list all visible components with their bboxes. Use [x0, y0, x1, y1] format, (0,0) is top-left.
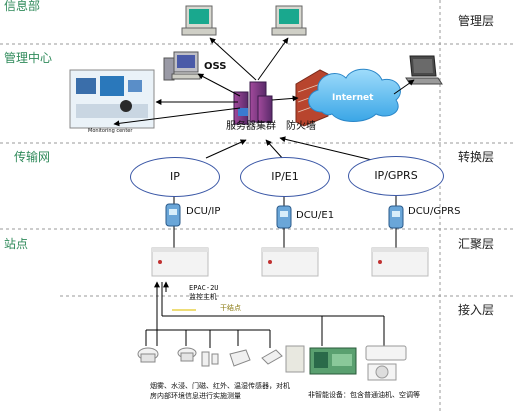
- network-label-ip-e1: IP/E1: [271, 170, 299, 183]
- dcu-label-e1: DCU/E1: [296, 210, 335, 221]
- non-smart-devices-label: 非智能设备：包含普通油机、空调等: [308, 391, 420, 399]
- monitoring-host-1: [151, 247, 209, 277]
- monitoring-host-3: [371, 247, 429, 277]
- network-label-ip-gprs: IP/GPRS: [374, 169, 418, 182]
- oss-label: OSS: [204, 61, 227, 72]
- dcu-label-gprs: DCU/GPRS: [408, 206, 461, 217]
- server-cluster-label: 服务器集群: [226, 121, 276, 132]
- water-sensor-icon: [177, 347, 197, 362]
- laptop-icon: [405, 55, 443, 85]
- network-bubble-ip: IP: [130, 157, 220, 197]
- info-computer-left: [181, 5, 217, 36]
- internet-label: Internet: [332, 93, 374, 103]
- zone-label-station: 站点: [4, 237, 29, 251]
- monitoring-center-photo: [69, 69, 155, 129]
- generator-icon: [309, 347, 357, 375]
- dcu-label-ip: DCU/IP: [186, 206, 221, 217]
- door-sensor-icon: [201, 351, 219, 367]
- dcu-icon-1: [165, 203, 181, 227]
- sensors-description-line1: 烟雾、水浸、门磁、红外、温湿传感器，对机: [150, 382, 290, 390]
- zone-label-mgmt-center: 管理中心: [4, 51, 53, 65]
- firewall-label: 防火墙: [286, 121, 316, 132]
- air-conditioner-icon: [365, 345, 407, 381]
- layer-label-conversion: 转换层: [458, 150, 495, 164]
- access-arrows: [154, 281, 169, 292]
- temp-humidity-sensor-icon: [261, 349, 283, 365]
- layer-label-management: 管理层: [458, 14, 495, 28]
- zone-label-transport: 传输网: [14, 150, 51, 164]
- dcu-icon-3: [388, 205, 404, 229]
- layer-label-access: 接入层: [458, 303, 495, 317]
- dcu-icon-2: [276, 205, 292, 229]
- sensors-description-line2: 房内部环境信息进行实施测量: [150, 392, 241, 400]
- sensor-panel-icon: [285, 345, 305, 373]
- infrared-sensor-icon: [229, 349, 251, 367]
- server-cluster-icon: [233, 81, 273, 125]
- dry-contact-label: 干结点: [220, 304, 241, 312]
- host-name-label: 监控主机: [189, 293, 217, 301]
- network-bubble-ip-e1: IP/E1: [240, 157, 330, 197]
- layer-label-aggregation: 汇聚层: [458, 237, 495, 251]
- network-bubble-ip-gprs: IP/GPRS: [348, 156, 444, 196]
- access-wiring: [145, 282, 385, 348]
- oss-computer-icon: [163, 51, 201, 81]
- zone-label-info: 信息部: [4, 0, 41, 13]
- monitoring-host-2: [261, 247, 319, 277]
- internet-cloud-icon: [308, 68, 401, 122]
- host-model-label: EPAC-2U: [189, 284, 219, 292]
- network-label-ip: IP: [170, 170, 180, 183]
- management-arrows: [113, 37, 415, 127]
- info-computer-right: [271, 5, 307, 36]
- monitoring-center-label: Monitoring center: [88, 128, 133, 134]
- smoke-sensor-icon: [137, 347, 159, 363]
